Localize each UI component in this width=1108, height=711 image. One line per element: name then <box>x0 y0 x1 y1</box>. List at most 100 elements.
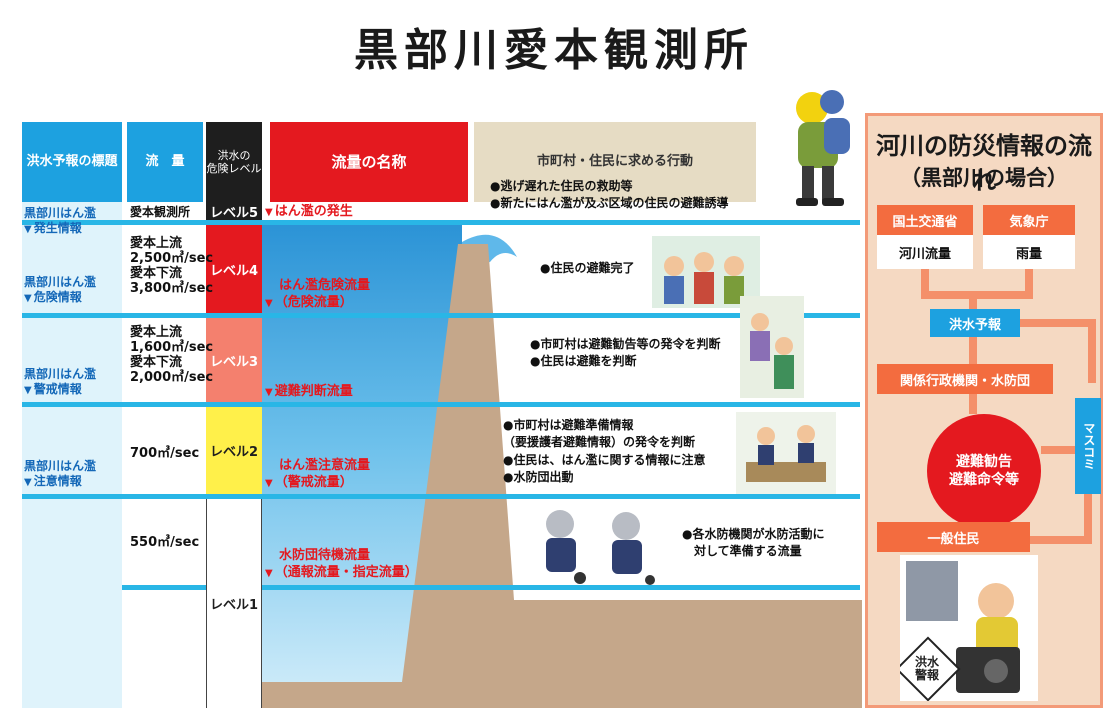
flood-team-running-illustration <box>546 510 655 585</box>
row-label-level2-line1: 黒部川はん濫 <box>24 459 97 473</box>
resident-watching-tv-illustration <box>900 555 1038 701</box>
mass-media-box: マスコミ <box>1075 398 1101 494</box>
flow-level5-line1: 愛本観測所 <box>130 205 191 219</box>
panel-title: 河川の防災情報の流れ <box>876 132 1092 195</box>
flow-level4: 愛本上流 2,500㎥/sec 愛本下流 3,800㎥/sec <box>130 236 214 297</box>
level-3-label: レベル3 <box>209 354 259 370</box>
evac-line2: 避難命令等 <box>949 472 1019 488</box>
flow-name-level1: 水防団待機流量 ▼（通報流量・指定流量） <box>265 548 418 582</box>
row-label-level3: 黒部川はん濫 ▼警戒情報 <box>24 367 124 398</box>
mass-media-label: マスコミ <box>1081 422 1096 470</box>
evac-line1: 避難勧告 <box>956 453 1012 470</box>
row-label-level3-line2: 警戒情報 <box>33 382 82 396</box>
header-level-column: 洪水の 危険レベル <box>206 122 262 202</box>
red-triangle-icon: ▼ <box>265 387 273 398</box>
evacuation-order-circle: 避難勧告 避難命令等 <box>927 414 1041 528</box>
down-triangle-icon: ▼ <box>24 224 32 235</box>
level-2-label: レベル2 <box>209 445 259 460</box>
level-line-5 <box>22 220 860 225</box>
action-level2-line1: ●市町村は避難準備情報 <box>503 418 634 432</box>
flood-fighting-illustration <box>736 412 836 494</box>
flow-name-level1-line1: 水防団待機流量 <box>279 548 371 563</box>
connector-merge <box>921 291 1033 299</box>
row-label-level5-line1: 黒部川はん濫 <box>24 206 97 220</box>
flow-column <box>127 202 203 708</box>
flow-level3: 愛本上流 1,600㎥/sec 愛本下流 2,000㎥/sec <box>130 325 213 386</box>
flow-name-level2: はん濫注意流量 ▼（警戒流量） <box>265 458 370 492</box>
flow-level3-line3: 愛本下流 <box>130 354 183 370</box>
header-action-column: 市町村・住民に求める行動 <box>474 122 756 202</box>
red-triangle-icon: ▼ <box>265 207 273 218</box>
action-level2-line2: （要援護者避難情報）の発令を判断 <box>503 435 696 450</box>
action-level2: ●市町村は避難準備情報 （要援護者避難情報）の発令を判断 ●住民は、はん濫に関す… <box>503 417 705 487</box>
jma-box: 気象庁 <box>983 205 1075 235</box>
connector-circle-to-media <box>1041 446 1075 454</box>
action-level2-line4: ●水防団出動 <box>503 470 574 485</box>
level-2-cell: レベル2 <box>206 407 262 494</box>
connector-jma-down <box>1025 269 1033 295</box>
row-label-level4-line1: 黒部川はん濫 <box>24 275 97 289</box>
down-triangle-icon: ▼ <box>24 385 32 396</box>
warning-sign-label: 洪水警報 <box>914 655 939 683</box>
rainfall-box: 雨量 <box>983 235 1075 269</box>
level-3-cell: レベル3 <box>206 318 262 402</box>
flow-level4-line1: 愛本上流 <box>130 236 183 251</box>
action-level1-line2: 対して準備する流量 <box>694 544 802 559</box>
header-name-text: 流量の名称 <box>331 153 407 171</box>
action-level5-line1: ●逃げ遅れた住民の救助等 <box>490 179 633 193</box>
levee-embankment <box>262 244 862 708</box>
connector-forecast-right <box>1020 319 1096 327</box>
row-label-level2-line2: 注意情報 <box>33 474 82 488</box>
action-level5: ●逃げ遅れた住民の救助等 ●新たにはん濫が及ぶ区域の住民の避難誘導 <box>490 178 728 213</box>
level-line-4 <box>22 313 860 318</box>
down-triangle-icon: ▼ <box>24 477 32 488</box>
row-label-level4-line2: 危険情報 <box>33 290 82 304</box>
flood-forecast-box: 洪水予報 <box>930 309 1020 337</box>
row-label-level3-line1: 黒部川はん濫 <box>24 367 97 381</box>
level-line-1 <box>122 585 860 590</box>
evacuation-illustration <box>652 236 760 308</box>
action-level2-line3: ●住民は、はん濫に関する情報に注意 <box>503 452 706 467</box>
river-flow-label: 河川流量 <box>898 246 951 262</box>
connector-media-to-residents <box>1030 536 1092 544</box>
flow-name-level3: ▼避難判断流量 <box>265 384 353 401</box>
flood-forecast-label: 洪水予報 <box>948 317 1001 333</box>
level-1-label: レベル1 <box>209 598 259 613</box>
connector-forecast-down <box>969 337 977 364</box>
action-level4-line1: ●住民の避難完了 <box>540 261 635 275</box>
flow-name-level4: はん濫危険流量 ▼（危険流量） <box>265 278 370 312</box>
header-level-text-2: 危険レベル <box>206 162 262 175</box>
flow-level2: 700㎥/sec <box>130 446 199 462</box>
flow-level4-line4: 3,800㎥/sec <box>130 280 214 296</box>
action-level1-line1: ●各水防機関が水防活動に <box>682 527 825 541</box>
flow-level1: 550㎥/sec <box>130 535 199 551</box>
level-line-2 <box>22 494 860 499</box>
level-4-cell: レベル4 <box>206 225 262 313</box>
person-carrying-elder-illustration <box>796 90 850 206</box>
action-level5-line2: ●新たにはん濫が及ぶ区域の住民の避難誘導 <box>490 196 729 211</box>
connector-right-down <box>1088 319 1096 383</box>
action-level1: ●各水防機関が水防活動に 対して準備する流量 <box>682 526 824 561</box>
agencies-label: 関係行政機関・水防団 <box>899 373 1030 389</box>
red-triangle-icon: ▼ <box>265 297 273 309</box>
page-title: 黒部川愛本観測所 <box>354 25 754 76</box>
jma-label: 気象庁 <box>1009 214 1049 230</box>
flow-name-level5-line1: はん濫の発生 <box>274 204 353 219</box>
label-column <box>22 202 122 708</box>
red-triangle-icon: ▼ <box>265 477 273 489</box>
connector-mlit-down <box>921 269 929 295</box>
agencies-box: 関係行政機関・水防団 <box>877 364 1053 394</box>
flow-level5: 愛本観測所 <box>130 205 191 220</box>
connector-agencies-down <box>969 394 977 414</box>
mlit-box: 国土交通省 <box>877 205 973 235</box>
level-4-label: レベル4 <box>209 263 259 279</box>
action-level3-line2: ●住民は避難を判断 <box>530 354 637 369</box>
red-triangle-icon: ▼ <box>265 567 273 579</box>
flow-name-level5: ▼はん濫の発生 <box>265 204 353 221</box>
level-1-cell: レベル1 <box>206 499 262 708</box>
flow-name-level2-line1: はん濫注意流量 <box>279 458 371 473</box>
row-label-level5: 黒部川はん濫 ▼発生情報 <box>24 206 124 237</box>
action-level3-line1: ●市町村は避難勧告等の発令を判断 <box>530 337 721 351</box>
residents-label: 一般住民 <box>927 531 980 547</box>
level-5-cell: レベル5 <box>206 202 262 221</box>
